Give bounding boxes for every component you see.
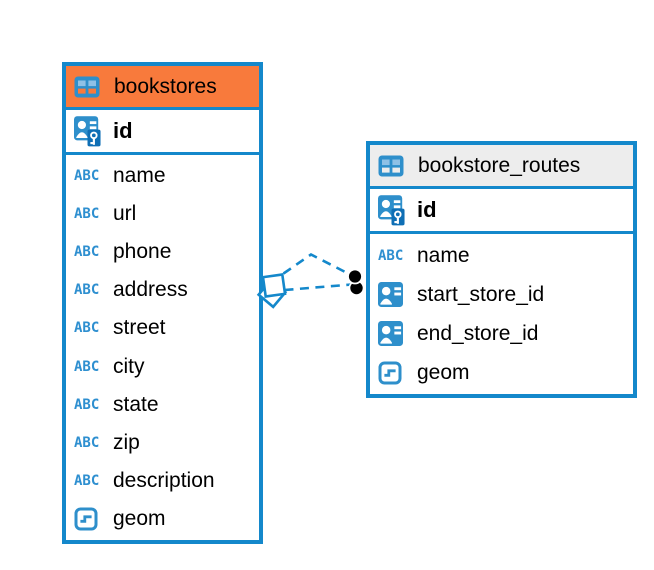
column-list: ABC name ABC url ABC phone ABC address A… [66,155,259,540]
table-icon [74,76,105,98]
column-row[interactable]: ABC state [66,386,259,424]
relation-endpoint-dot[interactable] [347,268,365,296]
column-name: id [417,197,437,222]
column-row[interactable]: start_store_id [370,275,633,314]
column-name: id [113,118,133,143]
geometry-icon [378,361,409,385]
column-name: name [417,243,470,267]
primary-key-icon [74,116,105,147]
primary-key-icon [378,195,409,226]
relationship-line[interactable] [284,283,353,292]
table-icon [378,155,409,177]
table-title: bookstores [114,74,217,98]
relationship-line[interactable] [282,252,355,278]
text-abc-icon: ABC [74,168,100,185]
column-row[interactable]: end_store_id [370,314,633,353]
column-row[interactable]: ABC description [66,462,259,500]
column-name: end_store_id [417,321,539,345]
column-name: geom [417,360,470,384]
foreign-key-icon [378,321,409,346]
column-row[interactable]: ABC zip [66,424,259,462]
table-header[interactable]: bookstore_routes [370,145,633,189]
column-name: start_store_id [417,282,545,306]
column-name: url [113,202,137,226]
column-name: geom [113,506,166,530]
text-abc-icon: ABC [74,434,100,451]
column-row[interactable]: ABC street [66,309,259,347]
text-abc-icon: ABC [378,247,404,264]
column-row[interactable]: ABC city [66,347,259,385]
text-abc-icon: ABC [74,358,100,375]
foreign-key-icon [378,282,409,307]
column-row[interactable]: ABC address [66,271,259,309]
column-name: zip [113,430,140,454]
text-abc-icon: ABC [74,472,100,489]
geometry-icon [74,507,105,531]
text-abc-icon: ABC [74,206,100,223]
column-row[interactable]: ABC phone [66,233,259,271]
column-name: address [113,278,188,302]
column-row[interactable]: geom [370,353,633,392]
column-row-primary-key[interactable]: id [370,189,633,234]
column-name: description [113,468,215,492]
column-name: city [113,354,145,378]
column-row[interactable]: ABC name [66,157,259,195]
column-name: street [113,316,166,340]
column-name: name [113,164,166,188]
table-title: bookstore_routes [418,153,581,177]
table-bookstores[interactable]: bookstores id ABC name ABC url ABC phone… [62,62,263,544]
column-row-primary-key[interactable]: id [66,110,259,155]
column-name: phone [113,240,172,264]
column-row[interactable]: ABC name [370,236,633,275]
text-abc-icon: ABC [74,244,100,261]
table-header[interactable]: bookstores [66,66,259,110]
column-list: ABC name start_store_id end_store_id ge [370,234,633,394]
column-name: state [113,392,159,416]
text-abc-icon: ABC [74,320,100,337]
table-bookstore-routes[interactable]: bookstore_routes id ABC name start_store… [366,141,637,398]
text-abc-icon: ABC [74,282,100,299]
text-abc-icon: ABC [74,396,100,413]
column-row[interactable]: geom [66,500,259,538]
column-row[interactable]: ABC url [66,195,259,233]
